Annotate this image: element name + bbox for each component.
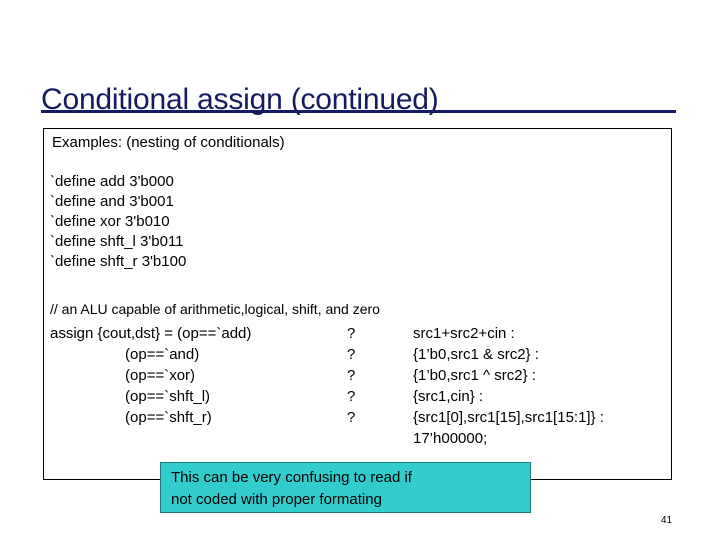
- code-comment-line: // an ALU capable of arithmetic,logical,…: [50, 301, 380, 317]
- assign-row: 17’h00000;: [50, 430, 487, 450]
- define-line: `define add 3'b000: [50, 173, 174, 190]
- page-number: 41: [661, 515, 673, 526]
- assign-condition: (op==`shft_l): [50, 388, 211, 405]
- title-divider: [41, 110, 676, 113]
- define-line: `define shft_r 3'b100: [50, 253, 187, 270]
- assign-question-mark: ?: [347, 346, 356, 363]
- callout-line-2: not coded with proper formating: [171, 491, 382, 508]
- assign-question-mark: ?: [347, 325, 356, 342]
- assign-expression: 17’h00000;: [413, 430, 488, 447]
- assign-question-mark: ?: [347, 388, 356, 405]
- assign-row: (op==`xor) ? {1’b0,src1 ^ src2} :: [50, 367, 536, 387]
- assign-condition: (op==`xor): [50, 367, 196, 384]
- assign-row: (op==`and) ? {1’b0,src1 & src2} :: [50, 346, 539, 366]
- assign-expression: {1’b0,src1 ^ src2} :: [413, 367, 536, 384]
- assign-question-mark: ?: [347, 367, 356, 384]
- assign-condition: (op==`and): [50, 346, 200, 363]
- assign-condition: (op==`shft_r): [50, 409, 212, 426]
- assign-row: assign {cout,dst} = (op==`add) ? src1+sr…: [50, 325, 515, 345]
- assign-expression: src1+src2+cin :: [413, 325, 515, 342]
- assign-condition: assign {cout,dst} = (op==`add): [50, 325, 252, 342]
- assign-row: (op==`shft_l) ? {src1,cin} :: [50, 388, 483, 408]
- assign-expression: {src1[0],src1[15],src1[15:1]} :: [413, 409, 604, 426]
- examples-heading: Examples: (nesting of conditionals): [52, 134, 285, 151]
- code-example-box: Examples: (nesting of conditionals) `def…: [43, 128, 672, 480]
- define-line: `define xor 3'b010: [50, 213, 170, 230]
- define-line: `define shft_l 3'b011: [50, 233, 184, 250]
- define-line: `define and 3'b001: [50, 193, 174, 210]
- callout-line-1: This can be very confusing to read if: [171, 469, 412, 486]
- assign-expression: {src1,cin} :: [413, 388, 484, 405]
- assign-question-mark: ?: [347, 409, 356, 426]
- callout-note: This can be very confusing to read if no…: [160, 462, 531, 513]
- assign-expression: {1’b0,src1 & src2} :: [413, 346, 539, 363]
- assign-row: (op==`shft_r) ? {src1[0],src1[15],src1[1…: [50, 409, 604, 429]
